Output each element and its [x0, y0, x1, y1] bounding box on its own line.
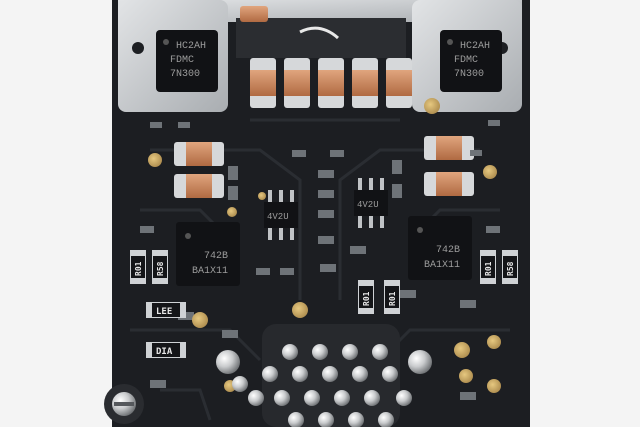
resistor-r2: R01 [480, 250, 496, 284]
capacitors-left [174, 142, 224, 198]
resistor-dia: DIA [146, 342, 186, 358]
svg-text:7N300: 7N300 [454, 69, 484, 80]
resistor-lee: LEE [146, 302, 186, 318]
resistor-r1: R01 [130, 250, 146, 284]
sot-right: 4V2U [354, 178, 388, 228]
resistor-r5: R01 [358, 280, 374, 314]
svg-text:BA1X11: BA1X11 [192, 266, 228, 277]
svg-text:R01: R01 [134, 261, 143, 276]
svg-text:R01: R01 [484, 261, 493, 276]
resistor-r6: R01 [384, 280, 400, 314]
svg-text:7N300: 7N300 [170, 69, 200, 80]
svg-text:4V2U: 4V2U [267, 212, 289, 222]
svg-text:R01: R01 [388, 291, 397, 306]
svg-text:LEE: LEE [156, 307, 172, 317]
mosfet-right: HC2AH FDMC 7N300 [440, 30, 502, 92]
svg-text:FDMC: FDMC [170, 55, 194, 66]
resistor-r4: R58 [502, 250, 518, 284]
solder-balls [216, 324, 432, 427]
svg-text:BA1X11: BA1X11 [424, 260, 460, 271]
screw-head [104, 384, 144, 424]
svg-text:742B: 742B [436, 245, 460, 256]
capacitor-row [250, 58, 412, 108]
svg-text:R58: R58 [506, 261, 515, 276]
svg-text:FDMC: FDMC [454, 55, 478, 66]
svg-text:742B: 742B [204, 251, 228, 262]
svg-text:DIA: DIA [156, 347, 173, 357]
svg-text:HC2AH: HC2AH [460, 41, 490, 52]
svg-text:HC2AH: HC2AH [176, 41, 206, 52]
mosfet-left: HC2AH FDMC 7N300 [156, 30, 218, 92]
svg-text:R58: R58 [156, 261, 165, 276]
svg-text:4V2U: 4V2U [357, 200, 379, 210]
ic-left: 742B BA1X11 [176, 222, 240, 286]
ic-right: 742B BA1X11 [408, 216, 472, 280]
sot-left: 4V2U [264, 190, 298, 240]
svg-text:R01: R01 [362, 291, 371, 306]
capacitors-right [424, 136, 474, 196]
resistor-r3: R58 [152, 250, 168, 284]
